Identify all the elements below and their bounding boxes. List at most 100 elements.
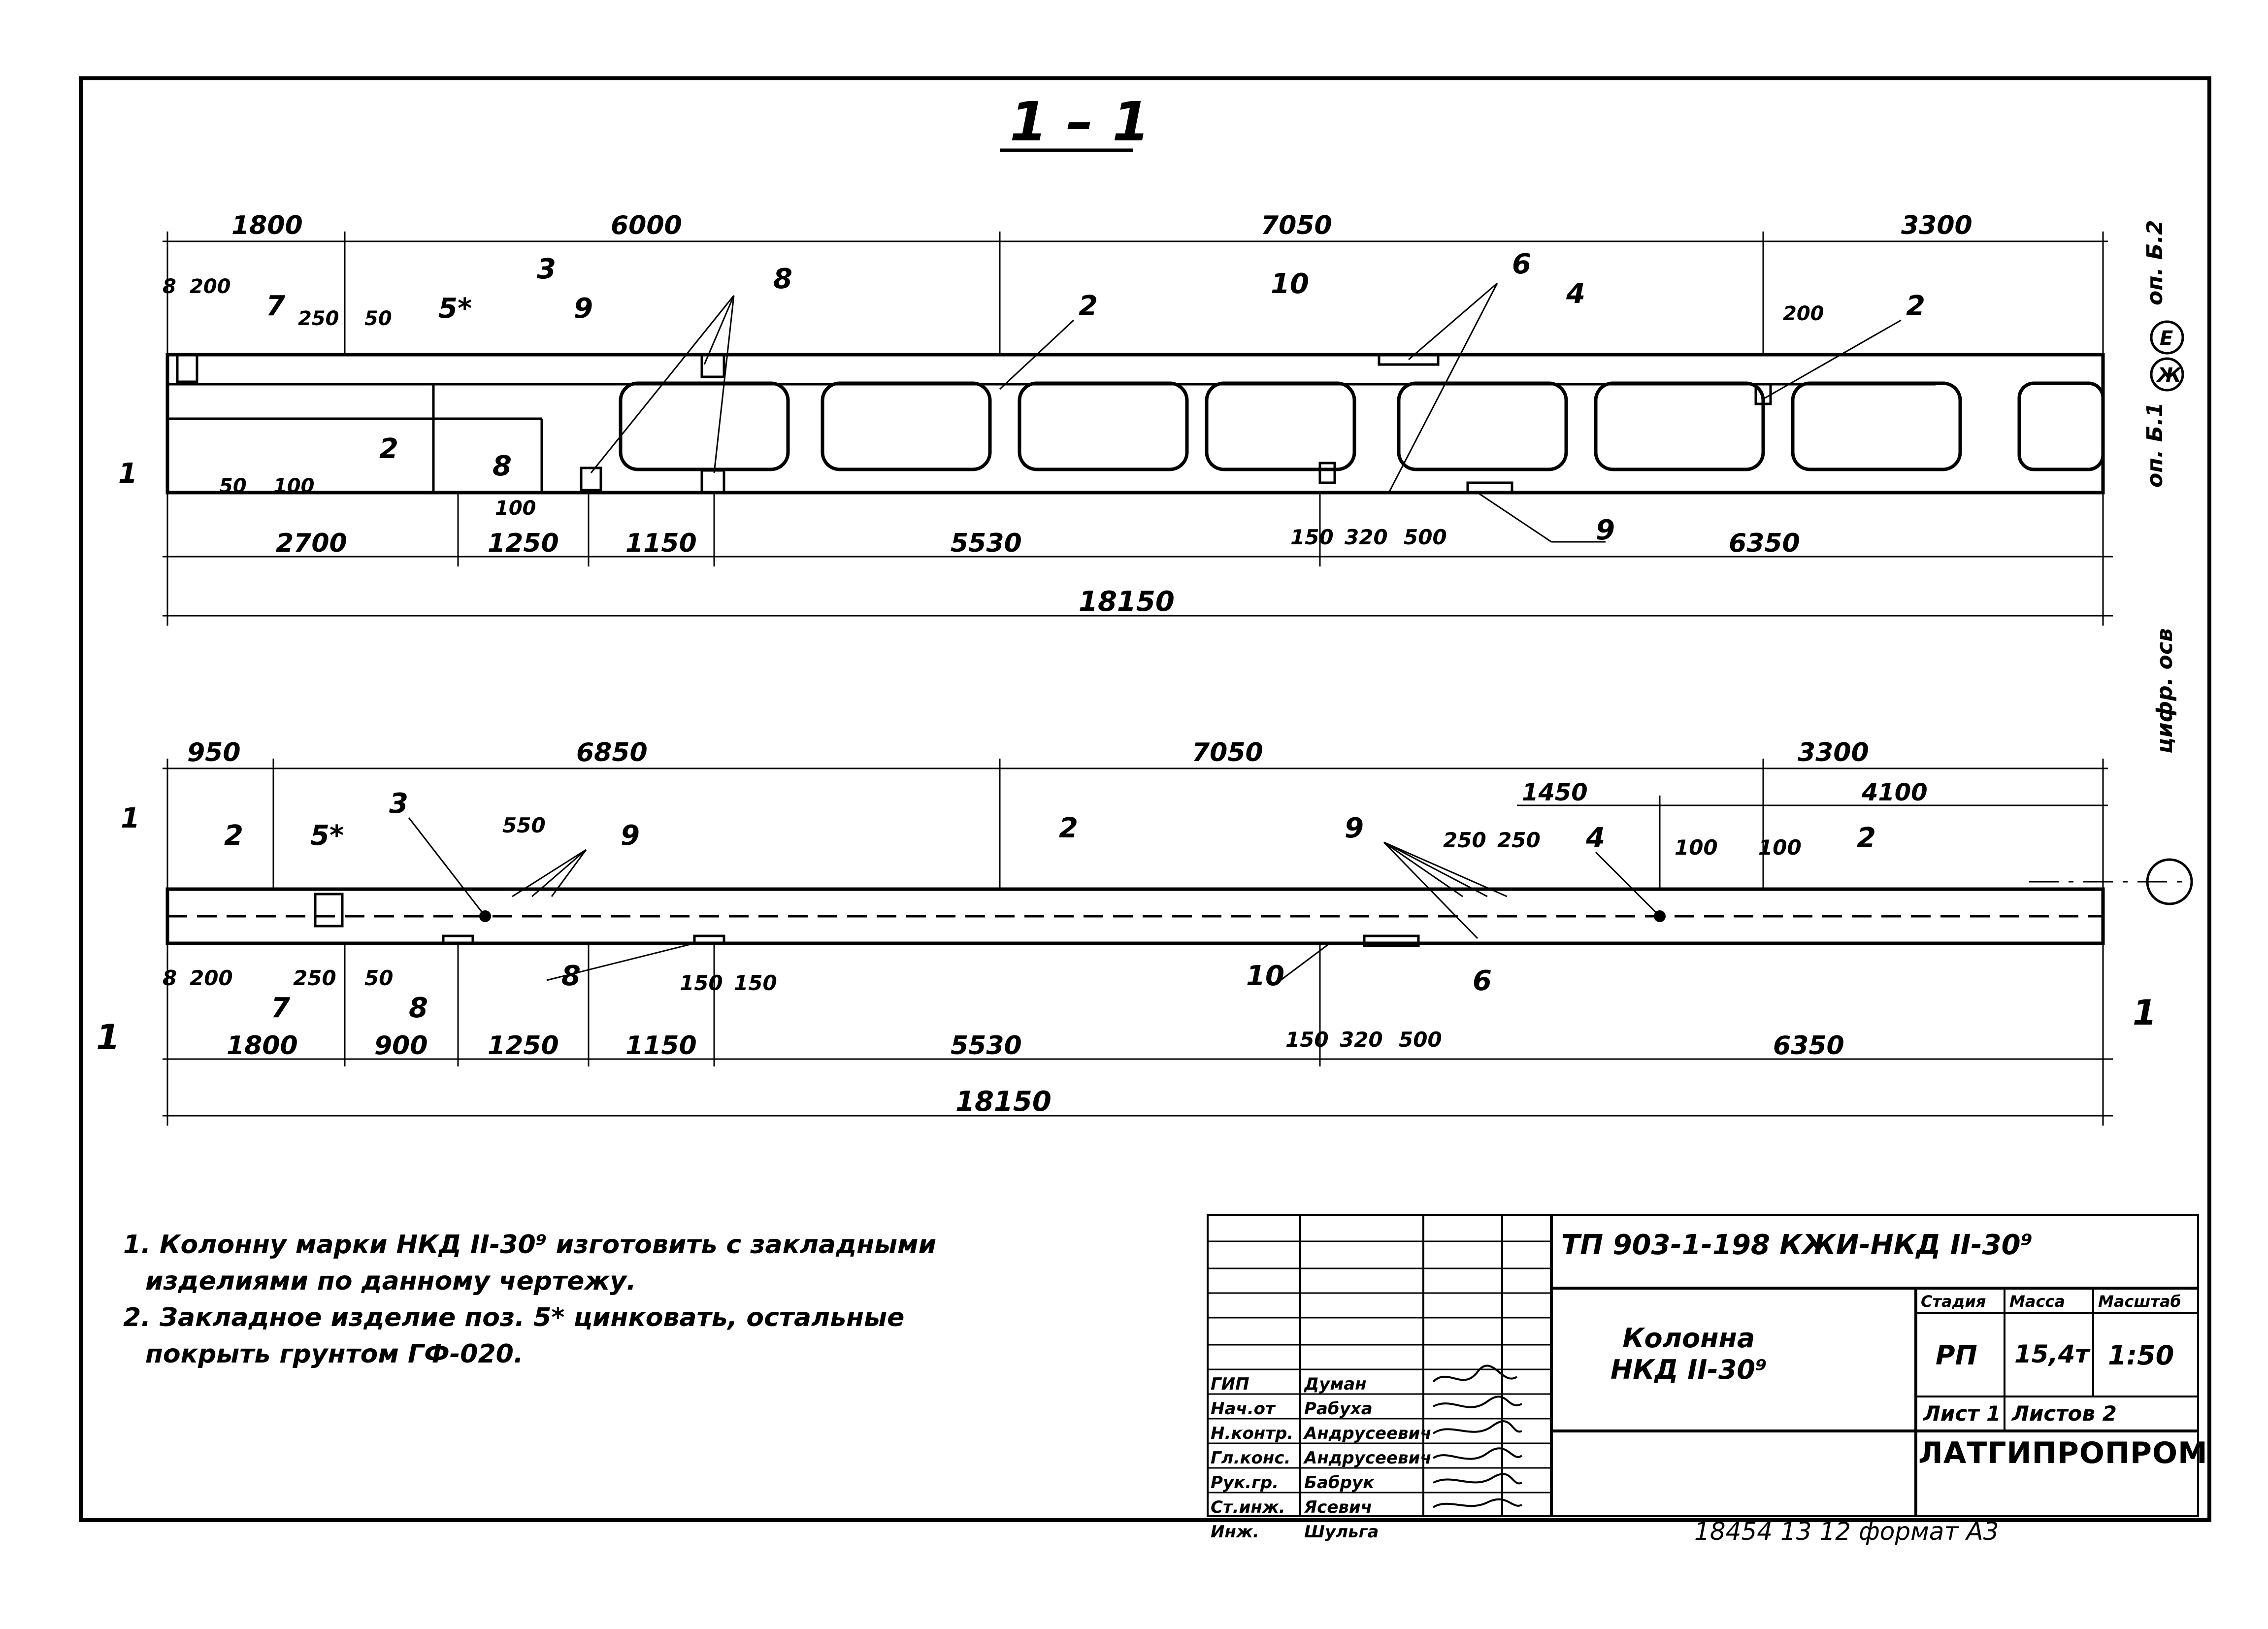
organization: ЛАТГИПРОПРОМ [1918,1436,2208,1470]
signatures [1432,1364,1523,1508]
svg-text:6350: 6350 [1773,1031,1844,1061]
section-title: 1 – 1 [1010,90,1150,153]
svg-text:100: 100 [273,475,315,498]
note-2-line2: покрыть грунтом ГФ-020. [145,1339,524,1369]
svg-text:200: 200 [190,966,233,990]
opening-1 [619,381,790,471]
svg-text:150: 150 [1290,525,1334,549]
svg-text:6350: 6350 [1729,529,1800,558]
svg-text:1250: 1250 [488,529,559,558]
svg-text:8: 8 [163,966,177,990]
svg-text:250: 250 [298,307,339,330]
svg-text:150: 150 [734,971,777,995]
roles-column: ГИП Нач.от Н.контр. Гл.конс. Рук.гр. Ст.… [1211,1374,1294,1542]
svg-text:1150: 1150 [625,529,697,558]
svg-text:6: 6 [1473,965,1492,997]
svg-text:3: 3 [389,788,408,820]
sheets-total: Листов 2 [2012,1401,2117,1426]
svg-text:250: 250 [1443,828,1486,852]
mass-value: 15,4т [2014,1340,2090,1368]
dim-top-3300: 3300 [1901,211,1972,240]
svg-text:Ж: Ж [2156,364,2182,387]
callout-10: 10 [1271,268,1309,300]
svg-text:1: 1 [2133,993,2157,1033]
svg-text:320: 320 [1340,1028,1383,1052]
dim-top-6000: 6000 [611,211,682,240]
svg-text:10: 10 [1246,960,1284,992]
callout-2c: 2 [1906,290,1925,322]
svg-text:4100: 4100 [1861,779,1928,806]
svg-text:150: 150 [680,971,723,995]
opening-8 [2017,381,2105,471]
svg-text:1250: 1250 [488,1031,559,1061]
opening-4 [1205,381,1356,471]
svg-text:1: 1 [96,1017,120,1058]
svg-text:320: 320 [1345,525,1388,549]
callout-6: 6 [1512,248,1531,280]
svg-text:5*: 5* [310,820,344,852]
svg-text:8: 8 [163,275,176,298]
svg-text:500: 500 [1404,525,1447,549]
archive-number: 18454 13 12 формат А3 [1694,1517,1999,1546]
overall-length-top: 18150 [1079,586,1175,618]
note-1-line1: 1. Колонну марки НКД II-30⁹ изготовить с… [123,1230,936,1260]
svg-text:250: 250 [1497,828,1541,852]
svg-text:100: 100 [495,497,536,520]
svg-text:1150: 1150 [625,1031,697,1061]
note-2-line1: 2. Закладное изделие поз. 5* цинковать, … [123,1303,905,1332]
svg-text:150: 150 [1285,1028,1329,1052]
insert-5star [314,893,344,928]
callout-2b: 2 [1079,290,1098,322]
object-name: Колонна НКД II-30⁹ [1611,1323,1767,1385]
callout-5star: 5* [438,293,472,325]
opening-7 [1791,381,1962,471]
svg-text:50: 50 [364,966,393,990]
svg-text:7: 7 [271,992,290,1024]
svg-text:5530: 5530 [951,1031,1022,1061]
svg-text:Е: Е [2160,327,2173,350]
document-code: ТП 903-1-198 КЖИ-НКД II-30⁹ [1561,1229,2033,1261]
callout-7: 7 [266,290,285,322]
note-1-line2: изделиями по данному чертежу. [145,1266,636,1296]
svg-text:3300: 3300 [1798,738,1869,767]
svg-text:550: 550 [502,813,546,837]
general-notes: 1. Колонну марки НКД II-30⁹ изготовить с… [123,1227,1207,1372]
svg-text:4: 4 [1585,822,1605,854]
bottom-view: 950 6850 7050 3300 1450 4100 550 250 250… [96,628,2193,1126]
svg-text:9: 9 [1345,812,1364,844]
title-block-grid [1207,1214,2199,1517]
names-column: Думан Рабуха Андрусеевич Андрусеевич Баб… [1304,1374,1432,1542]
svg-text:1450: 1450 [1522,779,1588,806]
svg-text:8: 8 [409,992,428,1024]
stage-value: РП [1936,1340,1977,1371]
callout-4: 4 [1566,278,1585,310]
callout-8: 8 [773,263,792,295]
svg-text:5530: 5530 [951,529,1022,558]
top-view: 1800 6000 7050 3300 8 200 250 50 200 50 … [118,211,2184,626]
svg-text:2: 2 [1059,812,1078,844]
opening-5 [1397,381,1568,471]
svg-text:2: 2 [224,820,243,852]
callout-9b: 9 [1596,514,1615,546]
svg-text:250: 250 [293,966,336,990]
svg-text:6850: 6850 [576,738,648,767]
svg-text:оп. Б.2: оп. Б.2 [2142,220,2168,305]
column-outline-top [165,353,2105,495]
svg-text:7050: 7050 [1192,738,1263,767]
sheet-number: Лист 1 [1923,1401,2001,1426]
svg-text:50: 50 [364,307,392,330]
svg-text:950: 950 [187,738,241,767]
opening-2 [821,381,992,471]
callout-3: 3 [537,253,556,285]
drawing-frame [79,76,2211,1522]
svg-text:100: 100 [1758,835,1802,860]
svg-text:50: 50 [219,475,247,498]
svg-text:оп. Б.1: оп. Б.1 [2142,402,2168,488]
svg-text:9: 9 [621,820,640,852]
svg-text:1800: 1800 [227,1031,298,1061]
svg-text:2: 2 [1857,822,1876,854]
title-block: ТП 903-1-198 КЖИ-НКД II-30⁹ Колонна НКД … [1207,1214,2207,1542]
scale-value: 1:50 [2108,1340,2174,1371]
svg-text:1: 1 [121,802,140,834]
callout-8b: 8 [493,450,512,482]
